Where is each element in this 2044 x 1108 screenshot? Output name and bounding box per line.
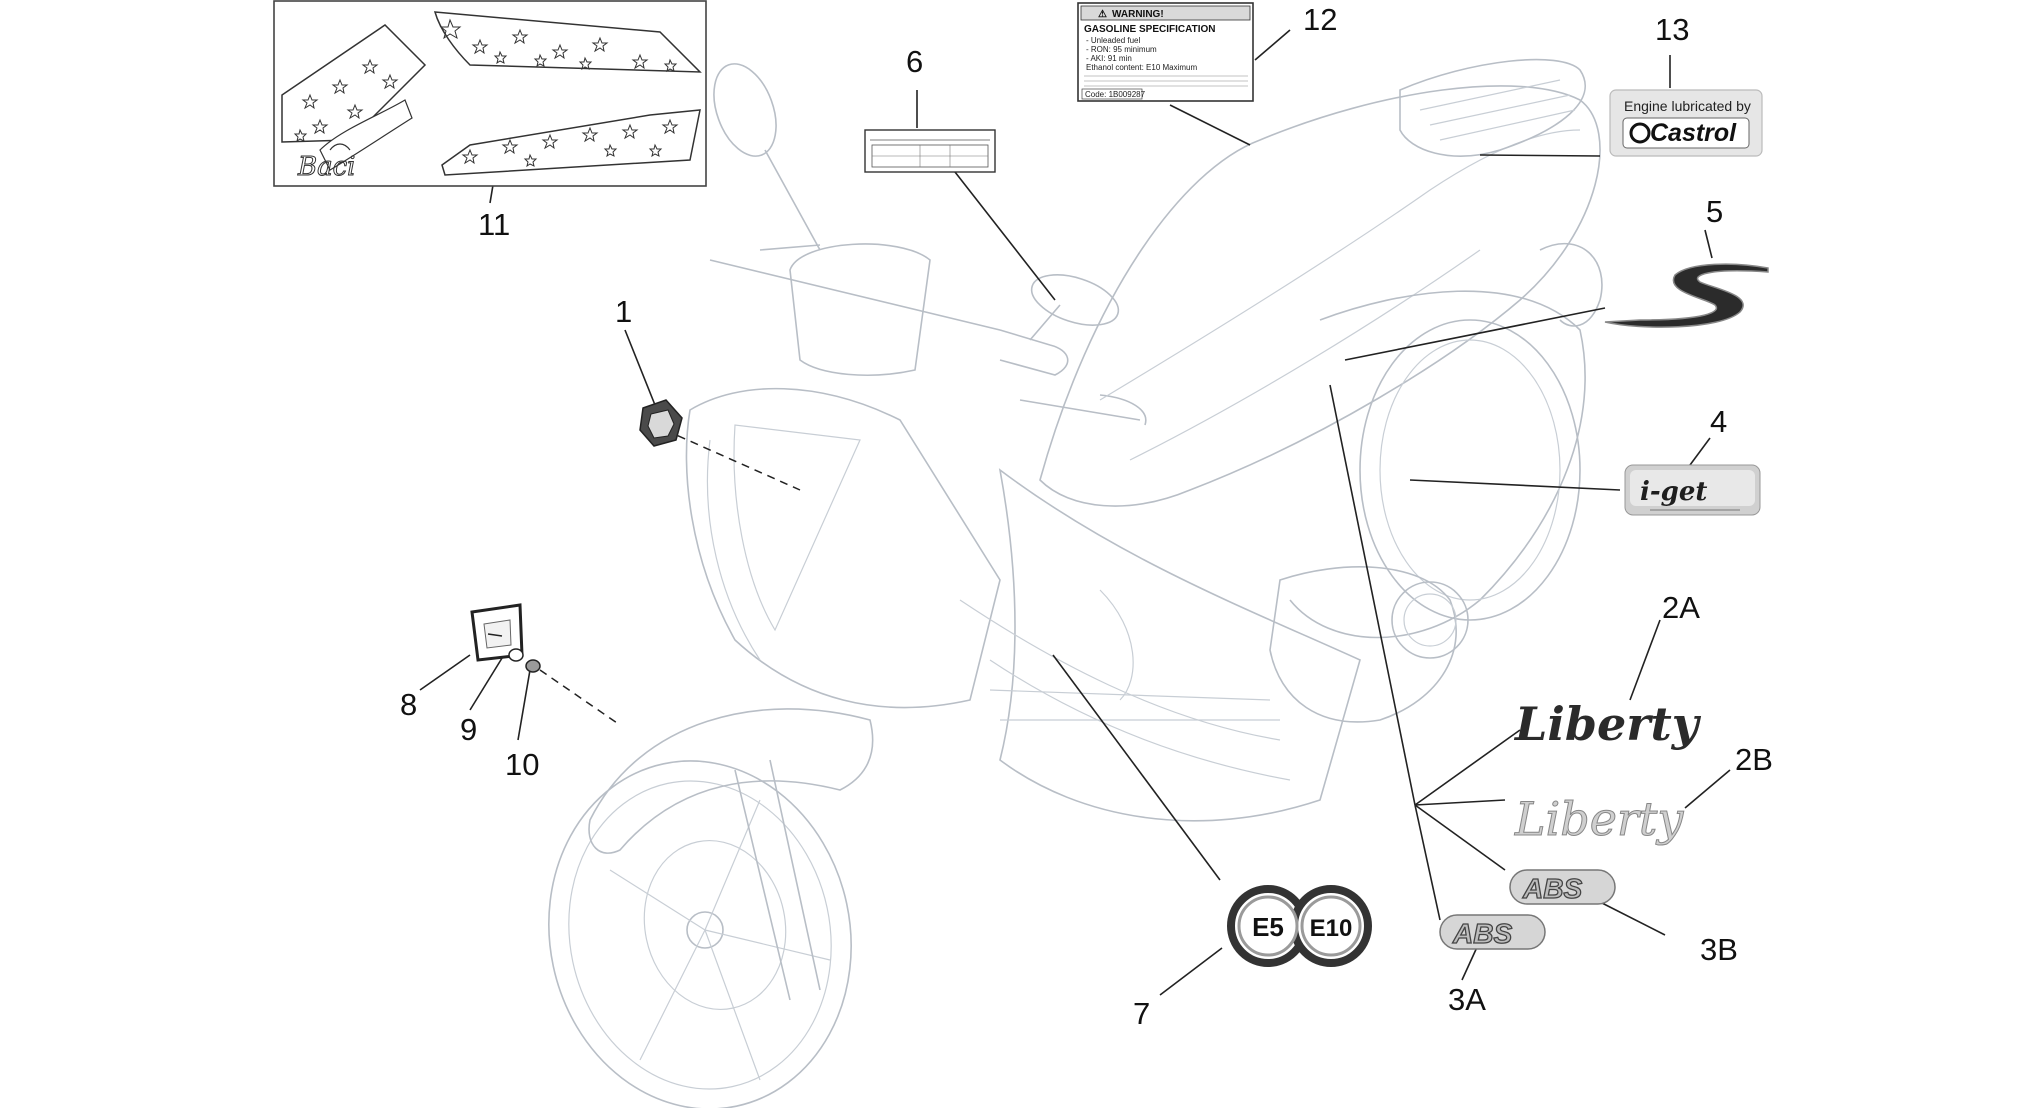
liberty-decals: Liberty Liberty [1513,697,1702,847]
warning-line-3: - AKI: 91 min [1086,54,1132,63]
callout-6: 6 [906,44,923,79]
callout-3a: 3A [1448,982,1486,1017]
callout-11: 11 [478,207,510,242]
iget-text: i-get [1640,477,1707,507]
callout-7: 7 [1133,996,1150,1031]
castrol-top-text: Engine lubricated by [1624,98,1751,114]
liberty-black-decal: Liberty [1513,697,1702,751]
abs-decals: ABS ABS [1439,869,1616,950]
warning-line-2: - RON: 95 minimum [1086,45,1157,54]
warning-line-4: Ethanol content: E10 Maximum [1086,63,1198,72]
callout-numbers: 1 6 12 13 5 4 2A 2B 3B 3A 7 8 9 10 11 [400,2,1773,1031]
leader-lines [419,29,1731,996]
warning-icon: ⚠ [1098,9,1107,20]
callout-8: 8 [400,687,417,722]
baci-decal-set: Baci [273,0,707,187]
tyre-pressure-label [864,129,996,173]
castrol-logo-icon [1629,122,1651,144]
callout-12: 12 [1303,2,1337,37]
castrol-badge: Engine lubricated by Castrol [1609,89,1763,157]
warning-line-1: - Unleaded fuel [1086,36,1140,45]
warning-title: GASOLINE SPECIFICATION [1084,24,1216,35]
abs-decal-3b: ABS [1522,873,1582,904]
callout-10: 10 [505,747,539,782]
scooter-outline [548,58,1603,1108]
gasoline-warning-label: ⚠ WARNING! GASOLINE SPECIFICATION - Unle… [1077,2,1254,102]
callout-9: 9 [460,712,477,747]
callout-2a: 2A [1662,590,1700,625]
baci-logo-text: Baci [297,152,355,182]
castrol-brand: Castrol [1650,119,1737,147]
abs-decal-3a: ABS [1452,918,1512,949]
callout-1: 1 [615,294,632,329]
fuel-e5-label: E5 [1252,912,1284,942]
front-emblem [639,399,683,447]
callout-3b: 3B [1700,932,1738,967]
warning-code: Code: 1B009287 [1085,90,1146,99]
callout-2b: 2B [1735,742,1773,777]
callout-5: 5 [1706,194,1723,229]
fuel-e10-label: E10 [1310,915,1353,942]
callout-13: 13 [1655,12,1689,47]
iget-badge: i-get [1624,464,1761,516]
callout-4: 4 [1710,404,1727,439]
s-logo-decal: S [1604,263,1769,328]
star-pattern [293,18,679,168]
fuel-type-labels: E5 E10 [1227,885,1372,967]
liberty-silver-decal: Liberty [1514,792,1684,846]
small-emblem-parts [470,603,541,673]
warning-header: WARNING! [1112,9,1164,20]
